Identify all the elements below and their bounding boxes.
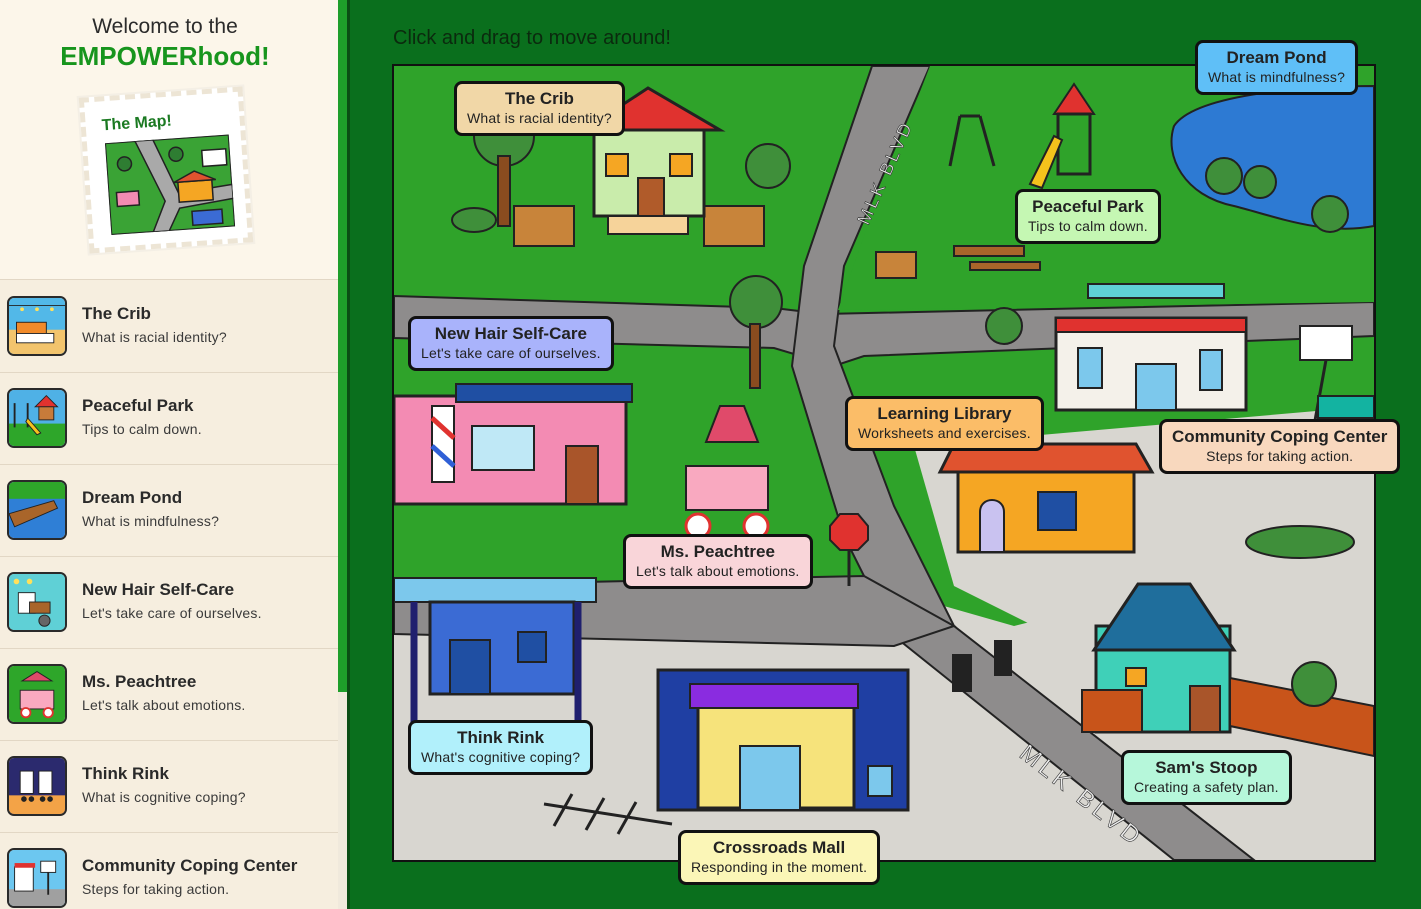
pond-thumbnail-icon [7,480,67,540]
sidebar-item-subtitle: What is mindfulness? [82,513,220,529]
map-tag-dream-pond[interactable]: Dream Pond What is mindfulness? [1195,40,1359,95]
tag-subtitle: Let's talk about emotions. [636,563,800,579]
salon-thumbnail-icon [7,572,67,632]
tag-subtitle: Steps for taking action. [1206,448,1354,464]
community-center-thumbnail-icon [7,848,67,908]
sidebar-item-peaceful-park[interactable]: Peaceful Park Tips to calm down. [0,373,338,465]
sidebar-scrollbar-thumb[interactable] [338,0,347,692]
crib-thumbnail-icon [7,296,67,356]
brand-title: EMPOWERhood! [60,41,270,71]
sidebar-item-community-coping-center[interactable]: Community Coping Center Steps for taking… [0,833,338,909]
sidebar-item-subtitle: Tips to calm down. [82,421,202,437]
tag-title: Think Rink [457,728,545,747]
sidebar-item-subtitle: What is racial identity? [82,329,227,345]
tag-title: Learning Library [877,404,1012,423]
tag-title: Dream Pond [1226,48,1327,67]
sidebar-item-subtitle: Let's talk about emotions. [82,697,246,713]
panel-divider [347,0,350,909]
sidebar-item-title: Think Rink [82,764,169,783]
map-tag-community-coping-center[interactable]: Community Coping Center Steps for taking… [1159,419,1401,474]
tag-subtitle: Let's take care of ourselves. [421,345,601,361]
tag-subtitle: What is racial identity? [467,110,612,126]
map-card-title: The Map! [101,112,173,135]
tag-subtitle: Responding in the moment. [691,859,868,875]
map-illustration: MLK BLVD MLK BLVD [394,66,1374,860]
sidebar-item-title: Community Coping Center [82,856,298,875]
map-thumbnail-image [104,134,236,235]
tag-title: Peaceful Park [1032,197,1144,216]
neighborhood-map[interactable]: MLK BLVD MLK BLVD [392,64,1376,862]
map-tag-crossroads-mall[interactable]: Crossroads Mall Responding in the moment… [678,830,881,885]
tag-title: Community Coping Center [1172,427,1388,446]
map-tag-learning-library[interactable]: Learning Library Worksheets and exercise… [845,396,1044,451]
sidebar-item-the-crib[interactable]: The Crib What is racial identity? [0,281,338,373]
tag-title: Sam's Stoop [1155,758,1258,777]
map-tag-ms-peachtree[interactable]: Ms. Peachtree Let's talk about emotions. [623,534,813,589]
skates-thumbnail-icon [7,756,67,816]
map-tag-the-crib[interactable]: The Crib What is racial identity? [454,81,625,136]
sidebar-header: Welcome to the EMPOWERhood! The Map! [0,0,338,280]
welcome-text: Welcome to the [92,15,238,38]
tag-title: The Crib [504,89,574,108]
tag-subtitle: Creating a safety plan. [1134,779,1279,795]
sidebar-item-think-rink[interactable]: Think Rink What is cognitive coping? [0,741,338,833]
park-thumbnail-icon [7,388,67,448]
tag-subtitle: Tips to calm down. [1028,218,1148,234]
tag-title: New Hair Self-Care [434,324,587,343]
location-list: The Crib What is racial identity? Peacef… [0,281,338,909]
tag-title: Ms. Peachtree [660,542,775,561]
sidebar: Welcome to the EMPOWERhood! The Map! [0,0,338,909]
sidebar-item-subtitle: What is cognitive coping? [82,789,246,805]
map-tag-sams-stoop[interactable]: Sam's Stoop Creating a safety plan. [1121,750,1292,805]
map-tag-think-rink[interactable]: Think Rink What's cognitive coping? [408,720,594,775]
map-tag-peaceful-park[interactable]: Peaceful Park Tips to calm down. [1015,189,1161,244]
tag-subtitle: What's cognitive coping? [421,749,581,765]
sidebar-item-subtitle: Let's take care of ourselves. [82,605,262,621]
drag-instructions: Click and drag to move around! [393,27,671,49]
tag-subtitle: What is mindfulness? [1208,69,1346,85]
sidebar-item-title: New Hair Self-Care [82,580,235,599]
sidebar-item-title: Peaceful Park [82,396,194,415]
sidebar-item-title: Ms. Peachtree [82,672,197,691]
map-tag-new-hair-self-care[interactable]: New Hair Self-Care Let's take care of ou… [408,316,614,371]
sidebar-item-title: The Crib [82,304,151,323]
cart-thumbnail-icon [7,664,67,724]
sidebar-item-title: Dream Pond [82,488,183,507]
sidebar-item-ms-peachtree[interactable]: Ms. Peachtree Let's talk about emotions. [0,649,338,741]
tag-subtitle: Worksheets and exercises. [858,425,1031,441]
map-stamp-card[interactable]: The Map! [78,86,254,254]
sidebar-item-new-hair-self-care[interactable]: New Hair Self-Care Let's take care of ou… [0,557,338,649]
sidebar-item-dream-pond[interactable]: Dream Pond What is mindfulness? [0,465,338,557]
tag-title: Crossroads Mall [712,838,846,857]
sidebar-item-subtitle: Steps for taking action. [82,881,230,897]
